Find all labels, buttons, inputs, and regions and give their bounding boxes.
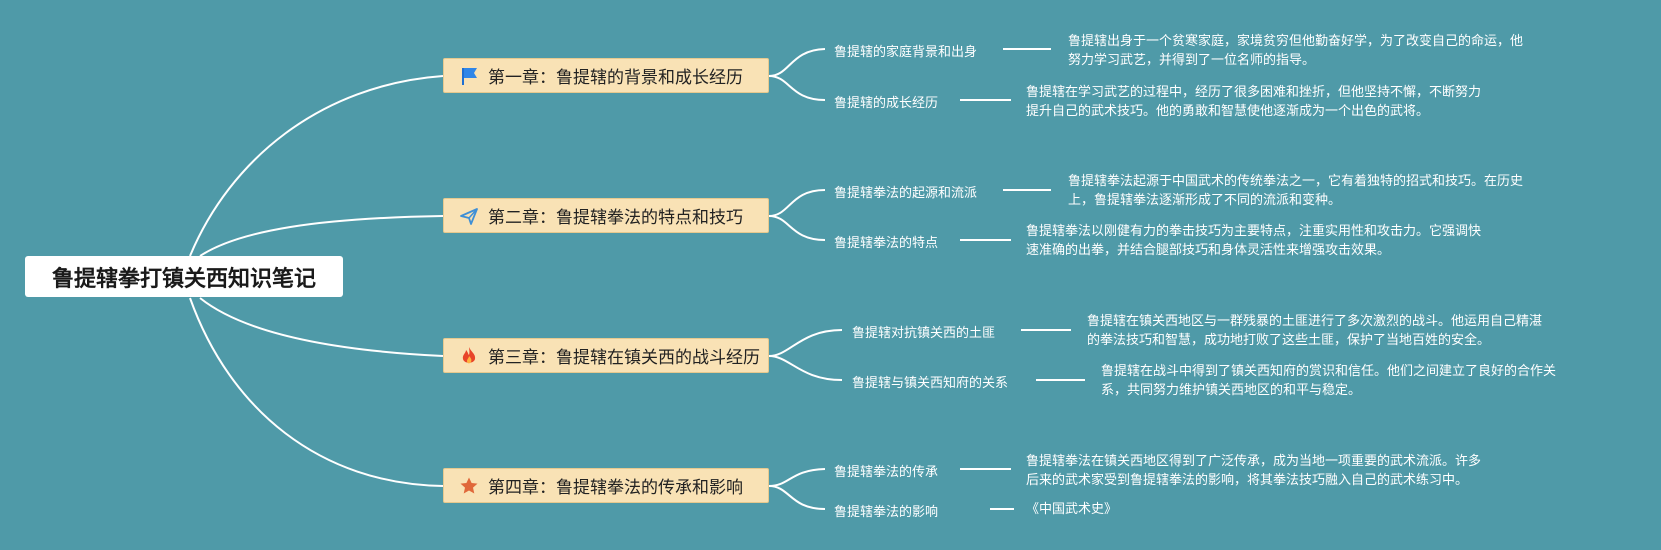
- paper-plane-icon: [458, 205, 480, 227]
- topic-label[interactable]: 鲁提辖的成长经历: [834, 96, 939, 111]
- chapter-title: 第三章：鲁提辖在镇关西的战斗经历: [488, 348, 760, 368]
- topic-label[interactable]: 鲁提辖与镇关西知府的关系: [852, 376, 1009, 391]
- chapter-title: 第一章：鲁提辖的背景和成长经历: [488, 68, 743, 88]
- topic-description: 鲁提辖拳法在镇关西地区得到了广泛传承，成为当地一项重要的武术流派。许多后来的武术…: [1026, 454, 1482, 488]
- chapter-title: 第二章：鲁提辖拳法的特点和技巧: [488, 208, 743, 228]
- topic-description: 鲁提辖拳法起源于中国武术的传统拳法之一，它有着独特的招式和技巧。在历史上，鲁提辖…: [1068, 174, 1524, 208]
- chapter-4-node[interactable]: 第四章：鲁提辖拳法的传承和影响: [443, 468, 769, 503]
- topic-description: 鲁提辖在学习武艺的过程中，经历了很多困难和挫折，但他坚持不懈，不断努力提升自己的…: [1026, 85, 1482, 119]
- chapter-title: 第四章：鲁提辖拳法的传承和影响: [488, 478, 743, 498]
- topic-description: 鲁提辖出身于一个贫寒家庭，家境贫穷但他勤奋好学，为了改变自己的命运，他努力学习武…: [1068, 34, 1524, 68]
- topic-label[interactable]: 鲁提辖拳法的起源和流派: [834, 186, 978, 201]
- chapter-1-node[interactable]: 第一章：鲁提辖的背景和成长经历: [443, 58, 769, 93]
- topic-description: 鲁提辖拳法以刚健有力的拳击技巧为主要特点，注重实用性和攻击力。它强调快速准确的出…: [1026, 224, 1482, 258]
- star-icon: [458, 475, 480, 497]
- chapter-2-node[interactable]: 第二章：鲁提辖拳法的特点和技巧: [443, 198, 769, 233]
- fire-icon: [458, 345, 480, 367]
- topic-description: 鲁提辖在镇关西地区与一群残暴的土匪进行了多次激烈的战斗。他运用自己精湛的拳法技巧…: [1087, 314, 1543, 348]
- topic-label[interactable]: 鲁提辖拳法的特点: [834, 236, 939, 251]
- root-title[interactable]: 鲁提辖拳打镇关西知识笔记: [25, 256, 343, 297]
- topic-description: 鲁提辖在战斗中得到了镇关西知府的赏识和信任。他们之间建立了良好的合作关系，共同努…: [1101, 364, 1557, 398]
- topic-label[interactable]: 鲁提辖拳法的传承: [834, 465, 939, 480]
- topic-label[interactable]: 鲁提辖对抗镇关西的土匪: [852, 326, 996, 341]
- chapter-3-node[interactable]: 第三章：鲁提辖在镇关西的战斗经历: [443, 338, 769, 373]
- topic-description: 《中国武术史》: [1026, 502, 1118, 517]
- topic-label[interactable]: 鲁提辖的家庭背景和出身: [834, 45, 978, 60]
- topic-label[interactable]: 鲁提辖拳法的影响: [834, 505, 939, 520]
- blue-flag-icon: [458, 65, 480, 87]
